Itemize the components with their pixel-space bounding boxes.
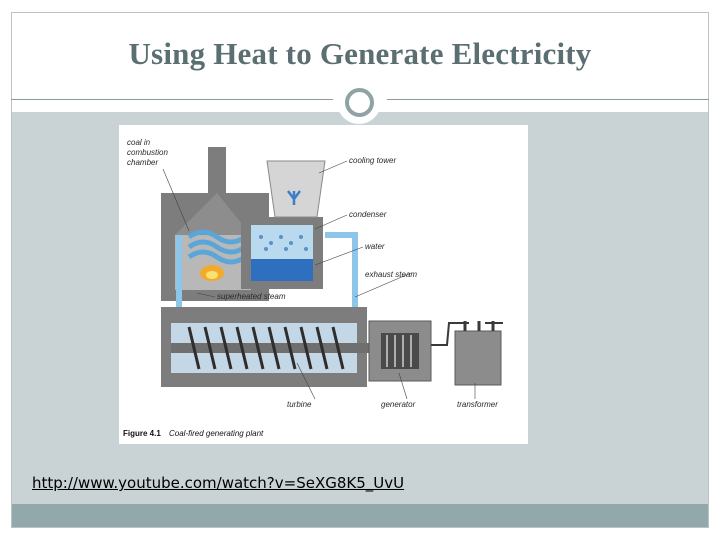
label-transformer: transformer <box>457 400 498 409</box>
transformer-body <box>454 330 502 386</box>
generator-fins <box>386 335 412 367</box>
chimney <box>208 147 226 197</box>
label-coal-1: coal in <box>127 138 151 147</box>
condenser-water <box>251 259 313 281</box>
label-water: water <box>365 242 385 251</box>
cooling-spray <box>287 190 301 205</box>
figure-caption-text: Coal-fired generating plant <box>169 429 264 438</box>
cooling-tower <box>266 160 326 218</box>
fire-core <box>206 271 218 279</box>
label-superheated-steam: superheated steam <box>217 292 286 301</box>
label-generator: generator <box>381 400 416 409</box>
transformer-bushings <box>463 321 495 331</box>
power-plant-figure: coal in combustion chamber cooling tower… <box>119 125 528 444</box>
title-divider-right <box>387 99 709 100</box>
turbine-shaft <box>171 343 421 353</box>
label-coal-2: combustion <box>127 148 168 157</box>
divider-ring-icon <box>337 80 381 124</box>
condenser-drops <box>259 235 308 251</box>
steam-coil <box>187 229 247 265</box>
slide-title: Using Heat to Generate Electricity <box>128 36 592 71</box>
label-coal-3: chamber <box>127 158 158 167</box>
leader-lines <box>162 160 476 400</box>
label-exhaust-steam: exhaust steam <box>365 270 417 279</box>
boiler-roof <box>175 193 251 235</box>
power-plant-diagram: coal in combustion chamber cooling tower… <box>123 138 503 438</box>
youtube-link[interactable]: http://www.youtube.com/watch?v=SeXG8K5_U… <box>32 474 405 492</box>
label-turbine: turbine <box>287 400 312 409</box>
turbine-blades <box>187 326 345 370</box>
title-divider-left <box>11 99 333 100</box>
ring-inner <box>344 87 374 117</box>
figure-caption-number: Figure 4.1 <box>123 429 161 438</box>
footer-band <box>12 504 708 527</box>
label-cooling-tower: cooling tower <box>349 156 396 165</box>
label-condenser: condenser <box>349 210 387 219</box>
